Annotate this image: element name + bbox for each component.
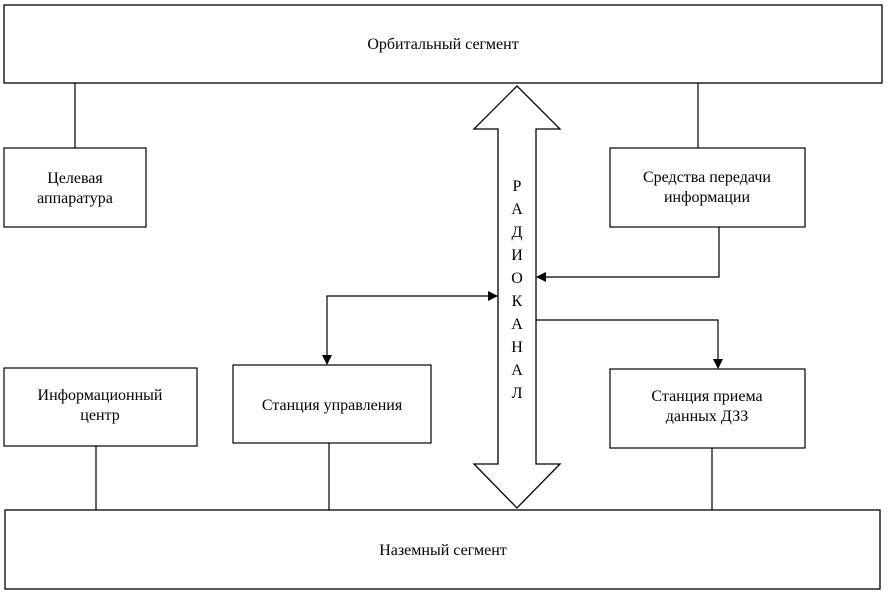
radio-letter-7: А xyxy=(511,316,523,333)
orbital-segment-label: Орбитальный сегмент xyxy=(367,36,518,53)
arrow-control-radio-bidirectional xyxy=(322,291,498,365)
payload-label-line2: аппаратура xyxy=(37,190,113,207)
orbital-segment-box: Орбитальный сегмент xyxy=(3,4,883,84)
radio-channel-label: Р А Д И О К А Н А Л xyxy=(511,178,523,402)
payload-label-line1: Целевая xyxy=(47,170,103,187)
ground-segment-box: Наземный сегмент xyxy=(4,509,881,590)
receiving-station-label-line2: данных ДЗЗ xyxy=(666,408,748,425)
radio-letter-1: Р xyxy=(513,178,522,195)
info-center-label-line2: центр xyxy=(80,407,119,424)
ground-segment-label: Наземный сегмент xyxy=(379,542,507,559)
radio-letter-10: Л xyxy=(512,385,523,402)
receiving-station-label-line1: Станция приема xyxy=(651,388,762,405)
radio-letter-8: Н xyxy=(511,339,523,356)
radio-letter-2: А xyxy=(511,201,523,218)
radio-letter-6: К xyxy=(512,293,523,310)
radio-letter-5: О xyxy=(511,270,523,287)
radio-channel-arrow xyxy=(472,85,562,509)
arrow-transmission-to-radio xyxy=(536,227,720,282)
transmission-box: Средства передачи информации xyxy=(609,147,806,228)
radio-letter-9: А xyxy=(511,362,523,379)
control-station-box: Станция управления xyxy=(232,364,432,444)
radio-letter-3: Д xyxy=(512,224,523,241)
info-center-box: Информационный центр xyxy=(3,367,198,447)
arrow-radio-to-receiving xyxy=(536,319,723,369)
control-station-label: Станция управления xyxy=(262,397,403,414)
transmission-label-line1: Средства передачи xyxy=(643,169,771,186)
radio-letter-4: И xyxy=(511,247,523,264)
receiving-station-box: Станция приема данных ДЗЗ xyxy=(609,368,806,449)
payload-box: Целевая аппаратура xyxy=(3,147,147,228)
transmission-label-line2: информации xyxy=(664,189,750,206)
info-center-label-line1: Информационный xyxy=(38,387,163,404)
